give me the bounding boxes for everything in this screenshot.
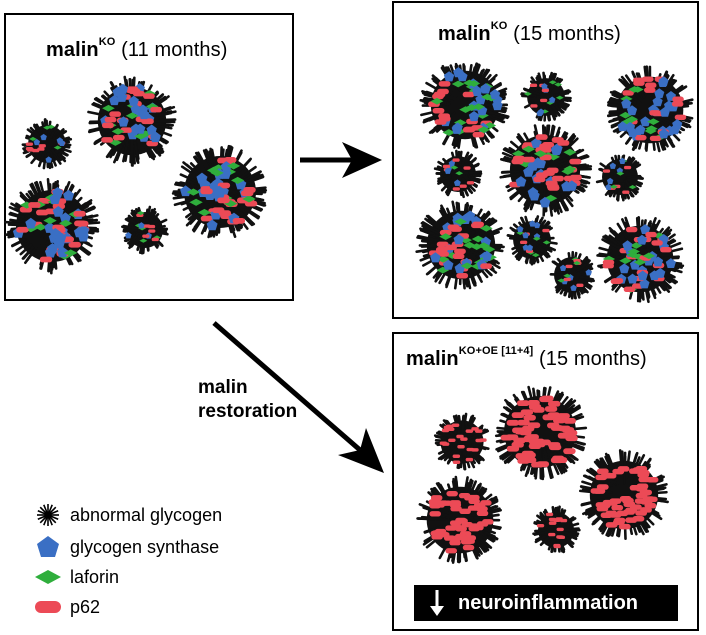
glycogen-aggregate xyxy=(433,412,490,471)
p62-icon xyxy=(30,595,66,619)
glycogen-aggregate xyxy=(87,75,177,167)
glycogen-aggregate xyxy=(596,215,685,304)
glycogen-aggregate xyxy=(416,475,502,564)
legend-label: glycogen synthase xyxy=(70,536,220,557)
legend-item-glycogen: abnormal glycogen xyxy=(30,503,222,527)
glycogen-aggregate xyxy=(506,215,558,266)
panel-title: malinKO (11 months) xyxy=(46,36,228,62)
glycogen-aggregate xyxy=(549,250,595,300)
genotype-superscript: KO xyxy=(98,36,116,48)
glycogen-aggregate xyxy=(415,200,505,290)
restoration-line-2: restoration xyxy=(198,401,298,422)
glycogen-aggregate xyxy=(606,65,694,153)
glycogen-aggregate xyxy=(595,154,644,202)
panel-title: malinKO+OE [11+4] (15 months) xyxy=(406,345,647,371)
glycogen-aggregate xyxy=(499,124,593,217)
genotype-label: malin xyxy=(406,348,459,370)
glycogen-synthase-icon xyxy=(30,535,66,559)
age-label: (11 months) xyxy=(121,39,228,61)
laforin-icon xyxy=(30,565,66,589)
genotype-superscript: KO xyxy=(490,20,508,32)
legend-label: p62 xyxy=(70,596,101,617)
legend-label: abnormal glycogen xyxy=(70,504,223,525)
restoration-label: malin restoration xyxy=(198,376,297,424)
restoration-line-1: malin xyxy=(198,377,248,398)
neuroinflammation-label: neuroinflammation xyxy=(458,591,639,614)
genotype-superscript: KO+OE [11+4] xyxy=(458,345,534,357)
glycogen-aggregate xyxy=(494,385,588,481)
glycogen-aggregate xyxy=(3,178,101,275)
glycogen-aggregate xyxy=(21,118,73,170)
panel-title: malinKO (15 months) xyxy=(438,20,621,46)
glycogen-aggregate xyxy=(520,71,572,122)
glycogen-aggregate xyxy=(433,149,483,199)
down-arrow-icon xyxy=(430,590,444,616)
genotype-label: malin xyxy=(438,23,491,45)
glycogen-aggregate xyxy=(532,505,581,554)
legend-label: laforin xyxy=(70,566,120,587)
abnormal-glycogen-icon xyxy=(30,503,66,527)
neuroinflammation-box: neuroinflammation xyxy=(414,585,678,621)
restoration-arrow xyxy=(212,321,384,473)
genotype-label: malin xyxy=(46,39,99,61)
glycogen-aggregate xyxy=(121,205,169,255)
progression-arrow xyxy=(300,142,382,178)
legend-item-p62: p62 xyxy=(30,595,100,619)
age-label: (15 months) xyxy=(539,348,647,370)
glycogen-aggregate xyxy=(419,62,510,149)
glycogen-aggregate xyxy=(171,144,268,239)
glycogen-aggregate xyxy=(578,449,669,540)
age-label: (15 months) xyxy=(513,23,621,45)
legend-item-glycogen-synthase: glycogen synthase xyxy=(30,535,219,559)
legend-item-laforin: laforin xyxy=(30,565,119,589)
